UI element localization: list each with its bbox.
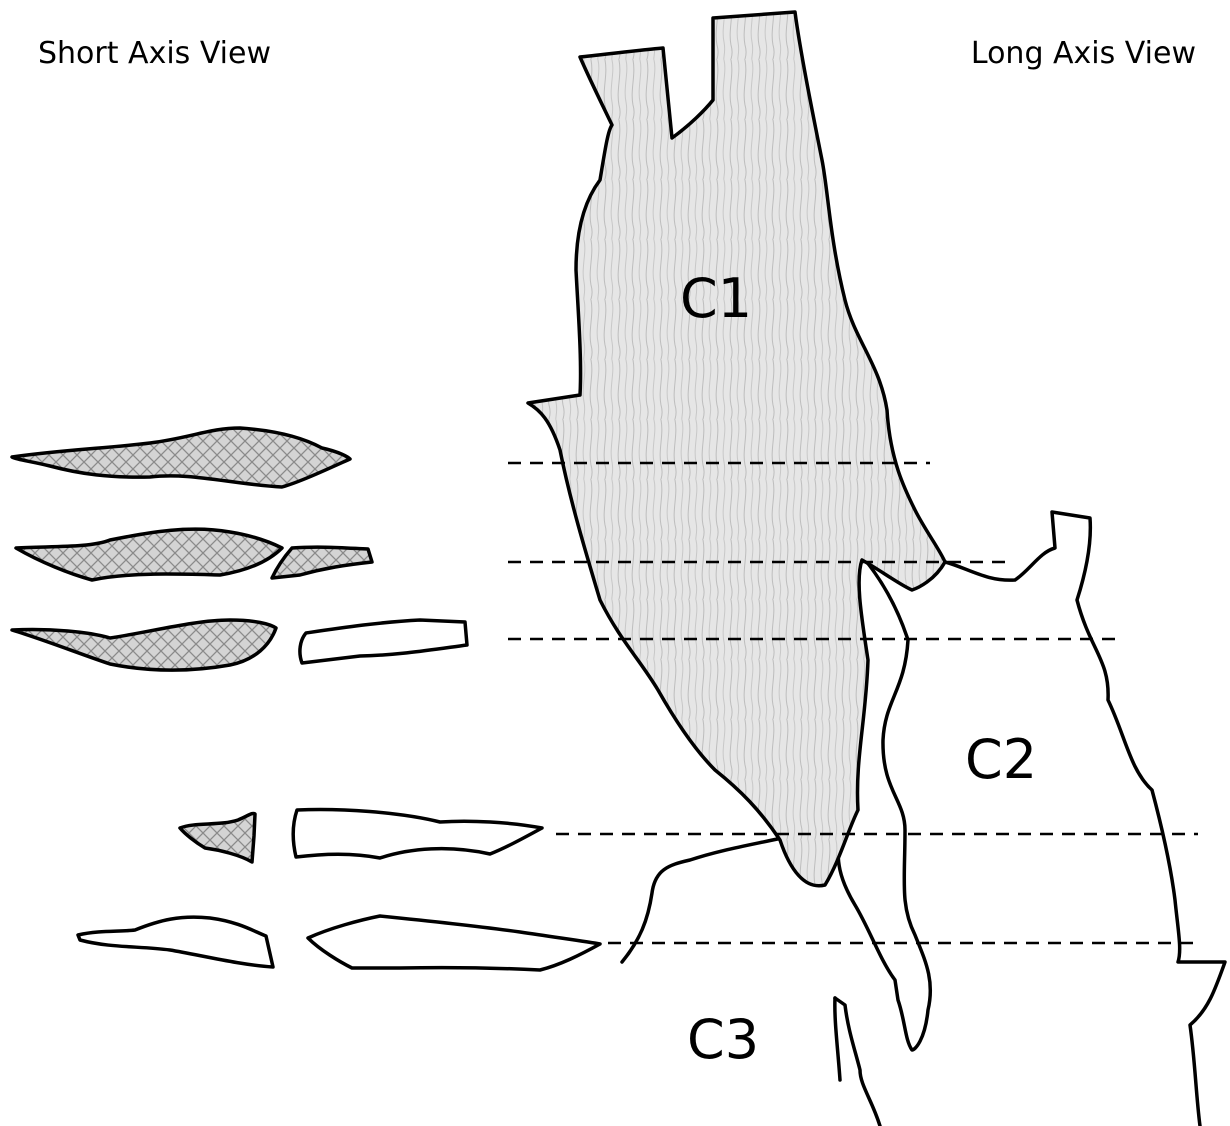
long-axis-view-label: Long Axis View — [971, 36, 1196, 71]
c3-lower-border — [835, 998, 880, 1126]
short-axis-section-3b — [300, 620, 467, 663]
short-axis-section-2b — [272, 547, 372, 578]
short-axis-section-4a — [180, 813, 255, 862]
c1-label: C1 — [680, 267, 752, 330]
short-axis-section-4b — [293, 810, 542, 859]
c3-label: C3 — [687, 1008, 759, 1071]
c2-label: C2 — [965, 728, 1037, 791]
short-axis-section-3a — [12, 620, 276, 670]
short-axis-section-5a — [78, 917, 273, 967]
short-axis-section-2a — [16, 529, 282, 580]
c3-lower-border-left — [835, 998, 840, 1080]
short-axis-view-label: Short Axis View — [38, 36, 271, 71]
short-axis-section-5b — [308, 916, 600, 970]
short-axis-section-1 — [12, 428, 350, 487]
c2-region-outline — [938, 512, 1225, 1126]
